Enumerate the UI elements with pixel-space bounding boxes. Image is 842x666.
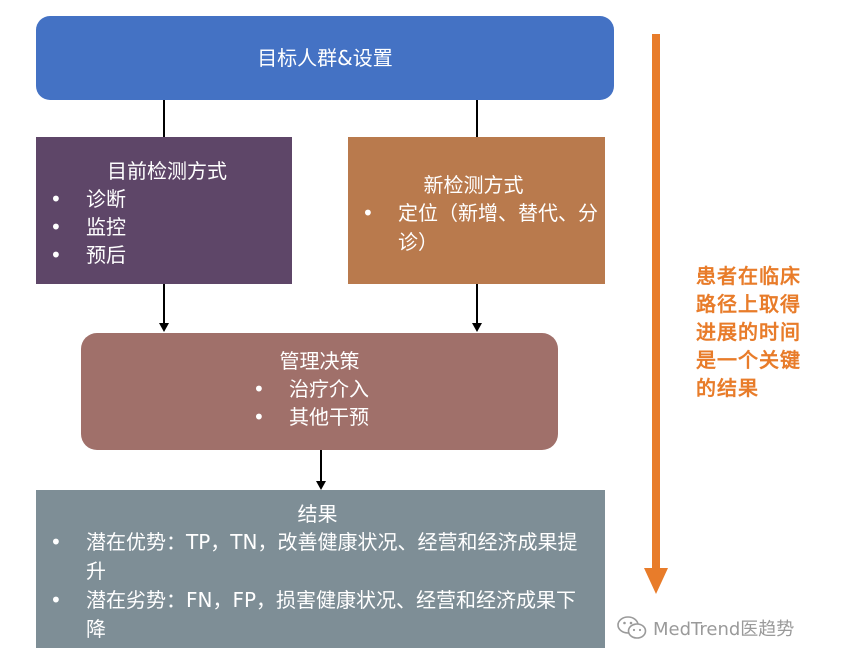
bullet-icon: •: [50, 588, 62, 612]
results-box: 结果 •潜在优势：TP，TN，改善健康状况、经营和经济成果提升 •潜在劣势：FN…: [36, 490, 605, 648]
target-population-title: 目标人群&设置: [257, 46, 393, 70]
target-population-box: 目标人群&设置: [36, 16, 614, 100]
list-item: •潜在劣势：FN，FP，损害健康状况、经营和经济成果下降: [50, 588, 577, 641]
list-item: •诊断: [50, 187, 126, 211]
new-methods-list: •定位（新增、替代、分诊）: [348, 199, 605, 257]
watermark: MedTrend医趋势: [617, 612, 794, 644]
management-decision-box: 管理决策 •治疗介入 •其他干预: [81, 333, 558, 450]
timeline-note: 患者在临床路径上取得进展的时间是一个关键的结果: [696, 264, 801, 400]
current-methods-box: 目前检测方式 •诊断 •监控 •预后: [36, 137, 292, 284]
connector-top-to-current: [163, 100, 165, 137]
current-methods-list: •诊断 •监控 •预后: [36, 185, 292, 269]
watermark-text: MedTrend医趋势: [653, 619, 795, 640]
connector-current-to-management: [163, 284, 165, 325]
wechat-icon: [617, 616, 647, 639]
list-item: •潜在优势：TP，TN，改善健康状况、经营和经济成果提升: [50, 530, 578, 583]
timeline-arrow-head: [644, 568, 668, 594]
bullet-icon: •: [253, 405, 265, 429]
list-item: •治疗介入: [253, 377, 369, 401]
connector-new-to-management: [476, 284, 478, 325]
list-item: •定位（新增、替代、分诊）: [362, 201, 598, 254]
bullet-icon: •: [50, 187, 62, 211]
bullet-icon: •: [362, 201, 374, 225]
management-decision-title: 管理决策: [279, 349, 360, 373]
results-title: 结果: [297, 502, 338, 526]
bullet-icon: •: [50, 530, 62, 554]
new-methods-title: 新检测方式: [423, 173, 524, 197]
new-methods-box: 新检测方式 •定位（新增、替代、分诊）: [348, 137, 605, 284]
connector-top-to-new: [476, 100, 478, 137]
current-methods-title: 目前检测方式: [107, 159, 227, 183]
list-item: •监控: [50, 215, 126, 239]
arrowhead-new-to-management: [472, 323, 482, 332]
bullet-icon: •: [50, 215, 62, 239]
results-list: •潜在优势：TP，TN，改善健康状况、经营和经济成果提升 •潜在劣势：FN，FP…: [36, 528, 605, 644]
arrowhead-current-to-management: [159, 323, 169, 332]
connector-management-to-results: [320, 450, 322, 482]
arrowhead-management-to-results: [316, 481, 326, 490]
list-item: •预后: [50, 243, 126, 267]
management-decision-list: •治疗介入 •其他干预: [81, 375, 558, 431]
bullet-icon: •: [50, 243, 62, 267]
bullet-icon: •: [253, 377, 265, 401]
list-item: •其他干预: [253, 405, 369, 429]
